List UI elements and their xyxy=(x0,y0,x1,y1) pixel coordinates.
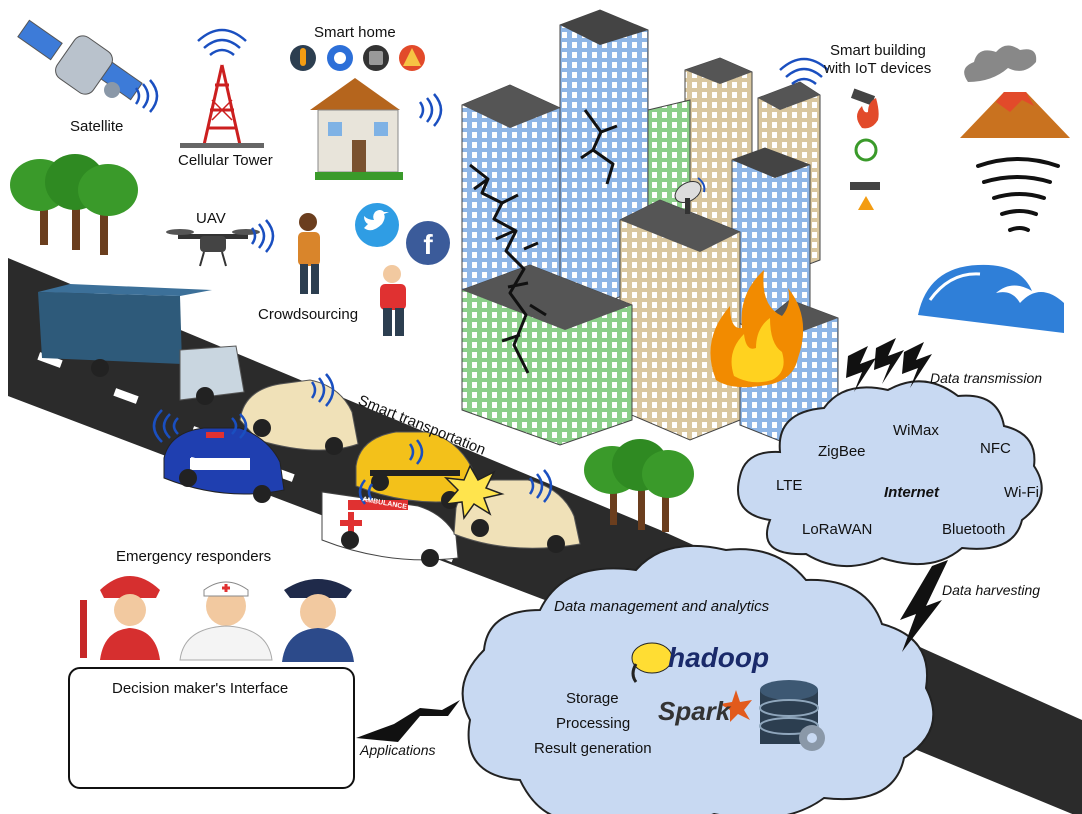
firefighter-icon xyxy=(80,576,160,660)
tornado-icon xyxy=(976,157,1060,232)
uav-drone-icon xyxy=(166,229,260,267)
analytics-step-processing: Processing xyxy=(556,715,631,732)
analytics-cloud-title: Data management and analytics xyxy=(554,598,770,615)
facebook-icon: f xyxy=(406,221,450,265)
house-icon xyxy=(310,78,403,180)
smart-home-label: Smart home xyxy=(314,24,396,41)
doctor-icon xyxy=(179,581,273,661)
tree-cluster-left xyxy=(10,154,138,255)
net-internet-label: Internet xyxy=(884,484,940,501)
analytics-step-storage: Storage xyxy=(566,690,619,707)
signal-waves-vehicles xyxy=(152,373,553,505)
data-transmission-label: Data transmission xyxy=(930,370,1043,386)
tree-cluster-right xyxy=(584,439,694,532)
crowdsourcing-label: Crowdsourcing xyxy=(258,306,359,323)
spark-star-icon xyxy=(720,690,752,722)
lightning-data-harvesting-icon xyxy=(900,560,948,652)
hadoop-logo-text: hadoop xyxy=(668,642,770,673)
network-cloud xyxy=(737,380,1043,567)
tsunami-wave-icon xyxy=(918,264,1064,333)
satellite-icon xyxy=(17,19,143,101)
net-tech-nfc: NFC xyxy=(980,440,1011,457)
signal-waves-home xyxy=(418,93,443,127)
lightning-applications-icon xyxy=(356,700,460,742)
signal-waves-building xyxy=(779,57,829,85)
uav-label: UAV xyxy=(196,210,226,227)
signal-waves-tower xyxy=(197,28,247,56)
satellite-label: Satellite xyxy=(70,118,124,135)
data-harvesting-label: Data harvesting xyxy=(942,582,1041,598)
truck-icon xyxy=(38,284,245,405)
satellite-dish-icon xyxy=(674,177,706,214)
net-tech-lorawan: LoRaWAN xyxy=(802,521,873,538)
car-beige-top xyxy=(239,379,359,455)
cellular-tower-icon xyxy=(180,64,264,148)
net-tech-lte: LTE xyxy=(776,477,803,494)
collision-burst-icon xyxy=(443,464,505,520)
earthquake-crack-icon xyxy=(469,109,618,374)
smart-home-devices xyxy=(290,45,425,71)
spark-logo-text: Spark xyxy=(658,696,731,726)
police-car-icon xyxy=(163,427,285,503)
emergency-responders-label: Emergency responders xyxy=(116,548,272,565)
net-tech-wifi: Wi-Fi xyxy=(1004,484,1039,501)
analytics-step-result-generation: Result generation xyxy=(534,740,652,757)
database-icon xyxy=(759,680,825,751)
lightning-data-transmission-icon xyxy=(846,338,932,392)
fire-icon xyxy=(710,270,804,388)
signal-waves-satellite xyxy=(134,79,159,113)
signal-waves-uav xyxy=(250,219,275,253)
twitter-icon xyxy=(355,203,399,247)
net-tech-bluetooth: Bluetooth xyxy=(942,521,1006,538)
iot-device-icons xyxy=(850,88,880,210)
smart-building-label-line2: with IoT devices xyxy=(824,60,932,77)
police-officer-icon xyxy=(282,579,354,662)
net-tech-zigbee: ZigBee xyxy=(818,443,866,460)
net-tech-wimax: WiMax xyxy=(893,422,939,439)
decision-maker-interface-box xyxy=(68,667,355,789)
cellular-tower-label: Cellular Tower xyxy=(178,152,273,169)
hadoop-elephant-icon xyxy=(631,642,673,683)
svg-text:f: f xyxy=(423,229,433,260)
smart-building-label-line1: Smart building xyxy=(830,42,926,59)
decision-maker-interface-title: Decision maker's Interface xyxy=(112,680,289,697)
volcano-icon xyxy=(960,45,1070,138)
crowdsourcing-people xyxy=(298,213,406,336)
ambulance-icon xyxy=(321,491,459,567)
applications-label: Applications xyxy=(360,742,436,758)
